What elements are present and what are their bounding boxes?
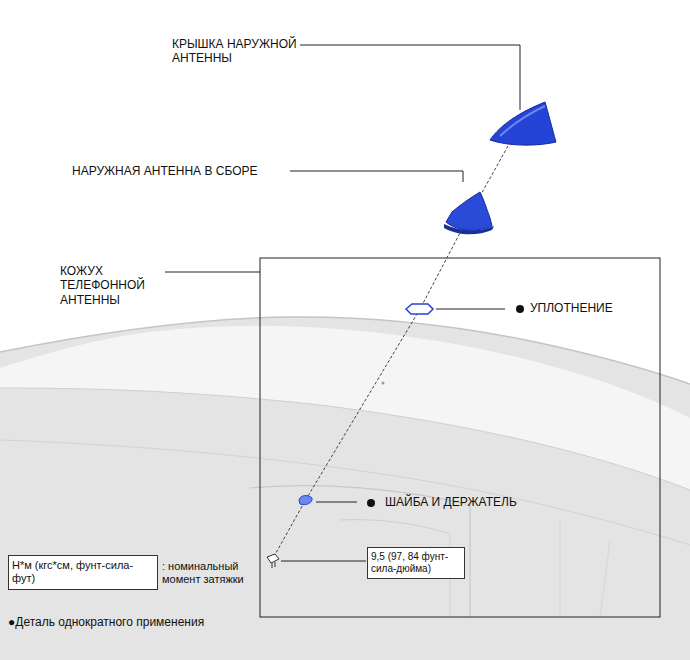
box-text: 9,5 (97, 84 фунт-сила-дюйма) xyxy=(371,551,461,575)
car-body xyxy=(0,317,690,660)
part-name: КОЖУХ ТЕЛЕФОННОЙ АНТЕННЫ xyxy=(60,264,160,307)
leader-line xyxy=(436,309,505,310)
legend-box: Н*м (кгс*см, фунт-сила-фут) xyxy=(8,555,158,590)
bolt-head xyxy=(267,554,279,563)
box-text: Н*м (кгс*см, фунт-сила-фут) xyxy=(12,559,154,585)
antenna-cover xyxy=(490,102,556,145)
part-name: ШАЙБА И ДЕРЖАТЕЛЬ xyxy=(385,495,565,509)
pillar-line xyxy=(560,520,610,617)
antenna-base xyxy=(444,224,494,234)
torque-box: 9,5 (97, 84 фунт-сила-дюйма) xyxy=(367,547,465,579)
part-name: УПЛОТНЕНИЕ xyxy=(530,301,650,315)
roof-line xyxy=(0,388,690,490)
part-name: НАРУЖНАЯ АНТЕННА В СБОРЕ xyxy=(72,164,287,178)
detail-frame xyxy=(260,258,660,617)
legend-note: : номинальный момент затяжки xyxy=(162,560,258,586)
antenna-assembly xyxy=(446,192,492,230)
leader-line xyxy=(165,272,260,273)
part-name: КРЫШКА НАРУЖНОЙ АНТЕННЫ xyxy=(172,37,337,66)
seal-part xyxy=(406,304,433,314)
leader-line xyxy=(300,45,520,110)
bolt-shank xyxy=(272,562,275,568)
footnote: ●Деталь однократного применения xyxy=(8,615,308,629)
single-use-dot xyxy=(516,305,524,313)
cover-highlight xyxy=(500,106,545,136)
leader-line xyxy=(290,171,463,182)
leader-line xyxy=(316,502,357,503)
body-line xyxy=(0,440,690,545)
roof-surface xyxy=(0,326,690,490)
body-dot xyxy=(382,382,385,385)
single-use-dot xyxy=(367,499,375,507)
washer-part xyxy=(299,496,312,505)
leader-line xyxy=(281,561,366,562)
roof-edge xyxy=(0,317,690,384)
